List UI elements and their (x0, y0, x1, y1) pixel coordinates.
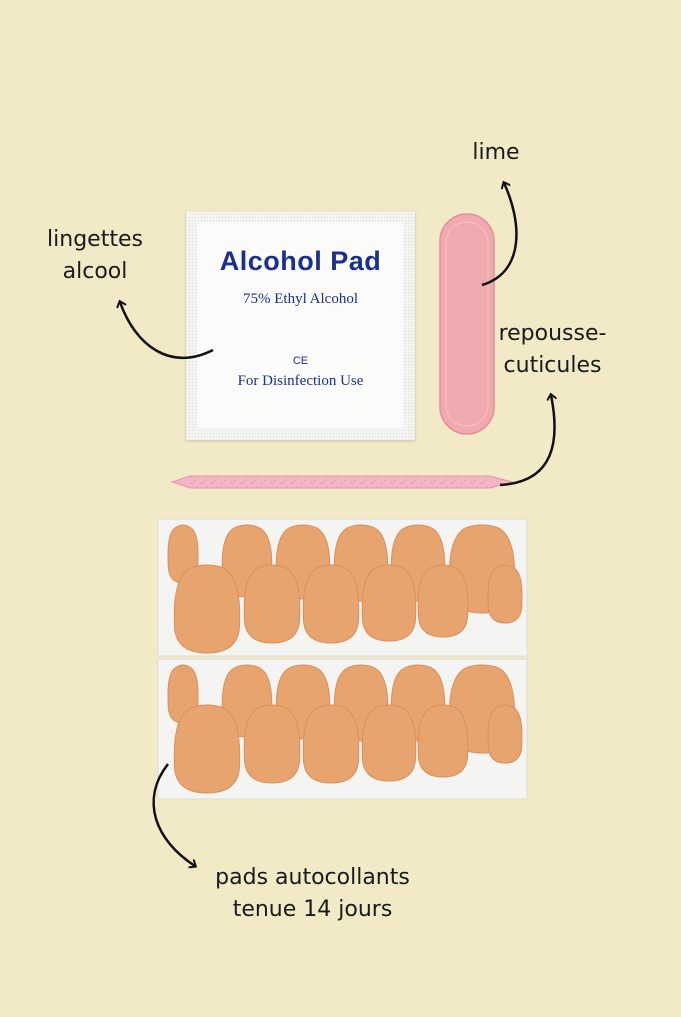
adhesive-pads (157, 518, 528, 800)
alcohol-pad-face (198, 223, 403, 428)
arrow-file (481, 183, 518, 287)
label-pads: pads autocollants tenue 14 jours (200, 862, 425, 926)
adhesive-pad-s1-bot-2 (302, 564, 360, 644)
adhesive-pad-s2-bot-4 (417, 704, 469, 778)
label-pusher-line2: cuticules (503, 353, 602, 378)
adhesive-pad-s1-bot-5 (487, 564, 523, 624)
alcohol-pad-packet: Alcohol Pad 75% Ethyl Alcohol CE For Dis… (186, 211, 415, 440)
adhesive-pad-s2-bot-0 (173, 704, 241, 794)
arrow-pads (152, 763, 195, 866)
alcohol-pad-usage: For Disinfection Use (237, 373, 364, 389)
alcohol-pad-subtitle: 75% Ethyl Alcohol (243, 291, 358, 307)
ce-mark: CE (292, 355, 309, 367)
alcohol-pad-title: Alcohol Pad (219, 246, 382, 276)
adhesive-pad-s2-bot-1 (243, 704, 301, 784)
cuticle-stick-speckle (190, 476, 490, 488)
label-wipes-line1: lingettes (47, 227, 143, 252)
label-file-text: lime (472, 140, 520, 165)
nail-file-texture (445, 221, 489, 427)
label-file: lime (456, 137, 536, 169)
adhesive-pad-s1-bot-0 (173, 564, 241, 654)
adhesive-pad-s2-bot-5 (487, 704, 523, 764)
label-pusher: repousse- cuticules (480, 318, 625, 382)
label-pusher-line1: repousse- (498, 321, 607, 346)
adhesive-pad-s2-bot-3 (361, 704, 417, 782)
arrow-pusher (499, 395, 555, 487)
nail-file (439, 213, 495, 435)
label-pads-line1: pads autocollants (215, 865, 410, 890)
adhesive-pad-s1-bot-4 (417, 564, 469, 638)
adhesive-pad-s1-bot-3 (361, 564, 417, 642)
pads-group (167, 524, 523, 794)
arrow-wipes (120, 302, 214, 360)
label-wipes-line2: alcool (62, 259, 128, 284)
label-pads-line2: tenue 14 jours (232, 897, 393, 922)
label-wipes: lingettes alcool (30, 224, 160, 288)
adhesive-pad-s1-bot-1 (243, 564, 301, 644)
adhesive-pad-s2-bot-2 (302, 704, 360, 784)
